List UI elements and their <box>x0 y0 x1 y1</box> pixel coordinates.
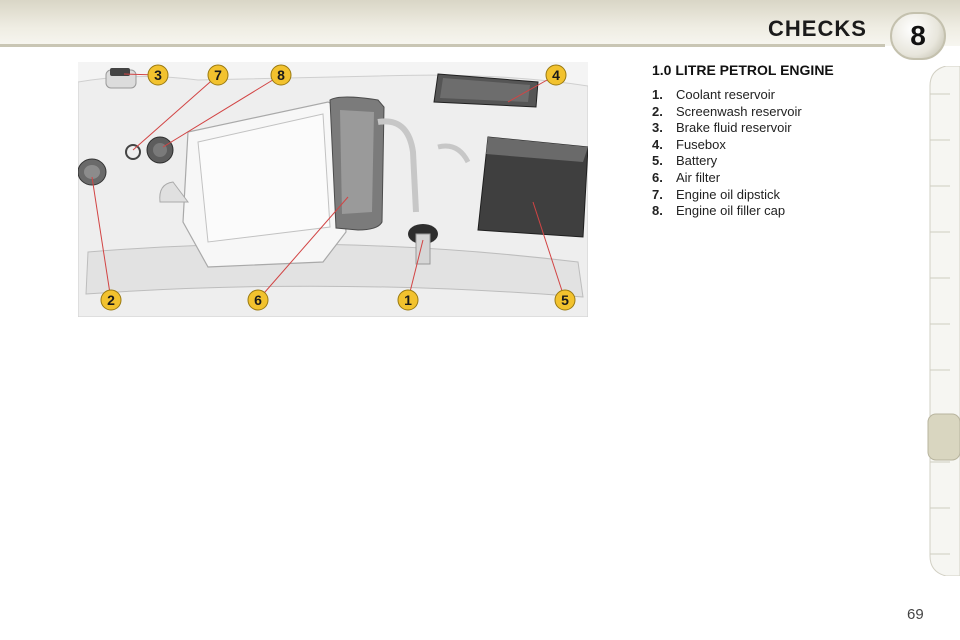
legend-label: Engine oil filler cap <box>676 203 786 219</box>
legend-item: 2. Screenwash reservoir <box>652 104 802 121</box>
callout-group: 3 7 8 4 2 6 1 5 <box>100 64 576 311</box>
callout-label: 2 <box>107 292 115 308</box>
legend-label: Fusebox <box>676 136 726 152</box>
page-number: 69 <box>907 606 924 623</box>
header-band <box>0 0 960 46</box>
callout-label: 7 <box>214 67 222 83</box>
engine-bay-illustration: 3 7 8 4 2 6 1 5 <box>78 62 588 317</box>
callout-label: 8 <box>277 67 285 83</box>
callout-label: 3 <box>154 67 162 83</box>
callout-label: 4 <box>552 67 560 83</box>
legend-item: 6. Air filter <box>652 170 802 187</box>
legend-item: 7. Engine oil dipstick <box>652 187 802 204</box>
legend-item: 1. Coolant reservoir <box>652 87 802 104</box>
chapter-number: 8 <box>910 20 926 51</box>
chapter-tab-strip[interactable] <box>926 66 960 576</box>
legend-item: 3. Brake fluid reservoir <box>652 120 802 137</box>
chapter-number-badge: 8 <box>890 12 946 60</box>
callout-marker <box>545 64 567 86</box>
callout-marker <box>554 289 576 311</box>
callout-marker <box>397 289 419 311</box>
legend-item: 8. Engine oil filler cap <box>652 203 802 220</box>
legend-number: 1. <box>652 87 663 102</box>
callout-marker <box>147 64 169 86</box>
callout-marker <box>270 64 292 86</box>
legend-label: Brake fluid reservoir <box>676 120 792 136</box>
legend-number: 5. <box>652 153 663 169</box>
legend-label: Coolant reservoir <box>676 87 775 102</box>
legend-number: 3. <box>652 120 663 136</box>
section-title: 1.0 LITRE PETROL ENGINE <box>652 62 834 78</box>
component-legend: 1. Coolant reservoir 2. Screenwash reservo… <box>652 87 802 220</box>
legend-number: 2. <box>652 103 663 119</box>
callout-marker <box>247 289 269 311</box>
callout-label: 1 <box>404 292 412 308</box>
legend-number: 8. <box>652 203 663 219</box>
legend-item: 5. Battery <box>652 153 802 170</box>
callout-marker <box>100 289 122 311</box>
callout-marker <box>207 64 229 86</box>
legend-label: Battery <box>676 153 718 169</box>
legend-label: Screenwash reservoir <box>676 103 802 119</box>
legend-label: Engine oil dipstick <box>676 186 781 202</box>
header-rule <box>0 44 885 47</box>
legend-number: 4. <box>652 136 663 152</box>
chapter-title: CHECKS <box>768 16 867 41</box>
active-chapter-tab[interactable] <box>927 413 960 461</box>
legend-number: 6. <box>652 169 663 185</box>
callout-label: 6 <box>254 292 262 308</box>
callout-label: 5 <box>561 292 569 308</box>
legend-item: 4. Fusebox <box>652 137 802 154</box>
legend-label: Air filter <box>676 169 721 185</box>
legend-number: 7. <box>652 186 663 202</box>
